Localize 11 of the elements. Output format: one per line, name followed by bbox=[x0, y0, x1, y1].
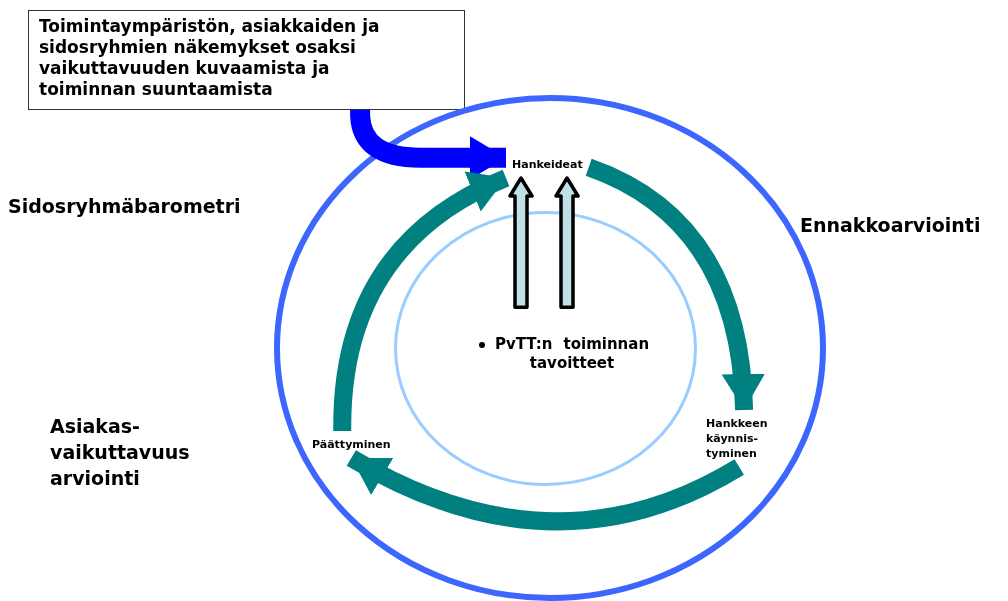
text-box: Toimintaympäristön, asiakkaiden ja sidosryhmien näkemykset osaksi vaikuttavuuden kuvaamista ja toiminnan suuntaamista bbox=[28, 10, 465, 110]
evaluation-label: Asiakas- vaikuttavuus arviointi bbox=[50, 414, 191, 491]
stage-label: Hankeideat bbox=[506, 151, 589, 178]
evaluation-label: Ennakkoarviointi bbox=[800, 213, 982, 238]
hollow-up-arrow bbox=[554, 176, 580, 309]
evaluation-label: Sidosryhmäbarometri bbox=[8, 194, 242, 219]
hollow-up-arrow bbox=[508, 176, 534, 309]
goal-text: PvTT:n toiminnan tavoitteet bbox=[493, 335, 651, 373]
cycle-arrow bbox=[585, 158, 764, 411]
stage-label: Hankkeen käynnis- tyminen bbox=[700, 410, 798, 467]
stage-label: Päättyminen bbox=[306, 431, 397, 458]
